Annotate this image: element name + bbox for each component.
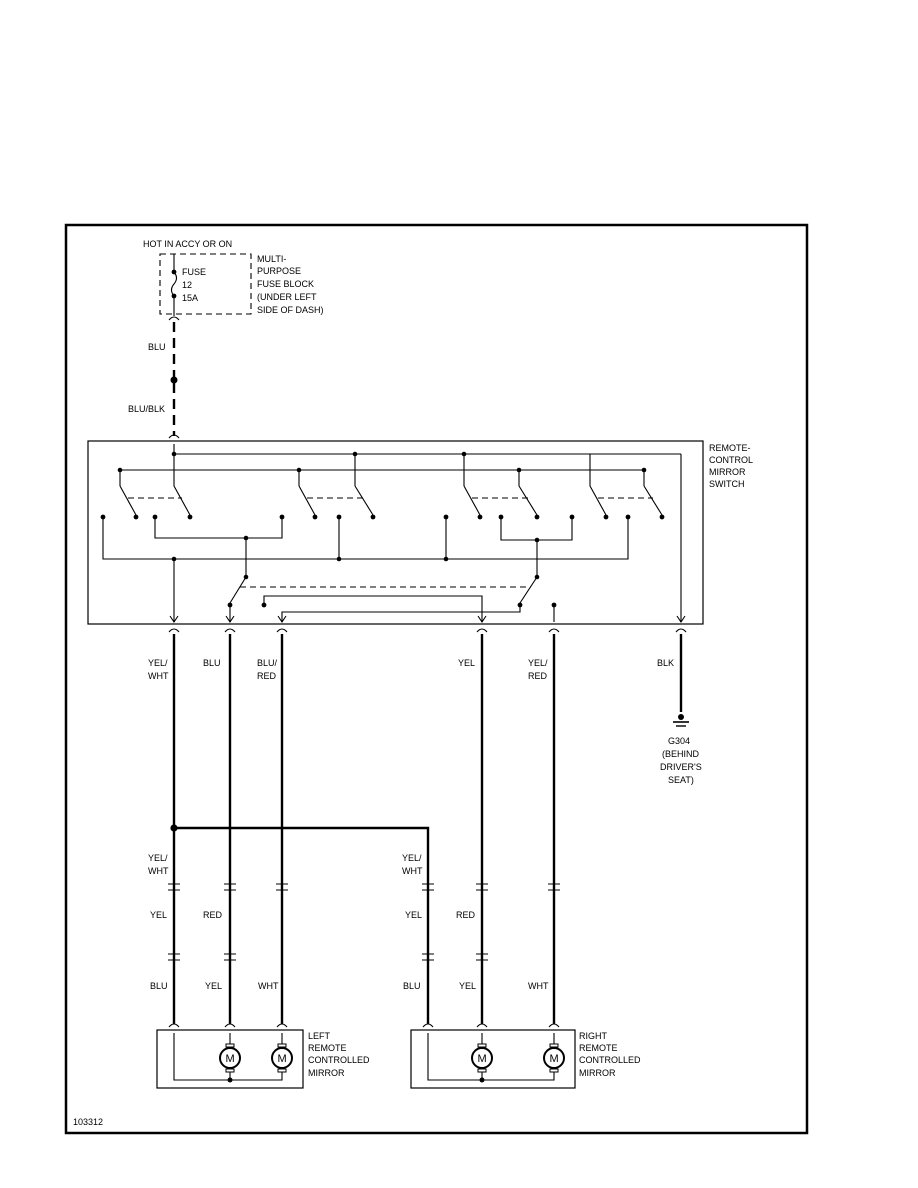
left-mirror-assembly [156,1029,304,1089]
switch-internal-wiring [100,444,686,623]
fuse-block-label-3: FUSE BLOCK [257,279,314,289]
right-mirror-label-1: RIGHT [579,1031,608,1041]
right-harness-yel-wht-b: WHT [402,866,423,876]
left-mirror-label-4: MIRROR [308,1068,345,1078]
left-mirror-label-2: REMOTE [308,1043,347,1053]
fuse-block-label-1: MULTI- [257,254,286,264]
switch-label-3: MIRROR [709,467,746,477]
left-harness-wht: WHT [258,981,279,991]
right-mirror-label-3: CONTROLLED [579,1055,641,1065]
splice-dot [170,376,178,384]
right-harness-yel-2: YEL [459,981,476,991]
wire-label-yel-out: YEL [458,658,475,668]
wire-label-blu-red-a: BLU/ [257,658,278,668]
left-harness-yel-wht-a: YEL/ [148,853,168,863]
wire-label-yel-red-b: RED [528,671,548,681]
wire-label-yel-wht-b: WHT [148,671,169,681]
right-harness-yel: YEL [405,910,422,920]
hot-label: HOT IN ACCY OR ON [143,239,232,249]
ground-label-4: SEAT) [668,775,694,785]
wire-label-blu-blk: BLU/BLK [128,404,165,414]
inline-connectors [168,883,560,1028]
right-harness-red: RED [456,910,476,920]
wire-label-blu-red-b: RED [257,671,277,681]
motor-icon: M [543,1047,565,1069]
figure-number: 103312 [73,1117,103,1127]
right-mirror-label-4: MIRROR [579,1068,616,1078]
switch-label-2: CONTROL [709,455,753,465]
left-mirror-label-3: CONTROLLED [308,1055,370,1065]
motor-label: M [550,1053,559,1065]
fuse-symbol [170,254,178,316]
left-mirror-label-1: LEFT [308,1031,331,1041]
wire-label-blu: BLU [148,342,166,352]
fuse-block-label-4: (UNDER LEFT [257,292,317,302]
fuse-rating: 15A [182,293,198,303]
fuse-block-label-2: PURPOSE [257,266,301,276]
wire-label-yel-red-a: YEL/ [528,658,548,668]
left-harness-yel-2: YEL [205,981,222,991]
motor-icon: M [219,1047,241,1069]
fuse-block-label-5: SIDE OF DASH) [257,305,324,315]
motor-label: M [478,1053,487,1065]
motor-label: M [278,1053,287,1065]
right-mirror-assembly [410,1029,576,1089]
ground-label-2: (BEHIND [662,749,700,759]
ground-label-1: G304 [668,736,690,746]
wire-label-blu-out: BLU [203,658,221,668]
switch-output-connectors [168,628,687,633]
motor-icon: M [471,1047,493,1069]
left-harness-blu: BLU [150,981,168,991]
fuse-label: FUSE [182,267,206,277]
ground-symbol [673,714,689,727]
fuse-number: 12 [182,280,192,290]
switch-label-4: SWITCH [709,479,745,489]
ground-label-3: DRIVER'S [660,762,702,772]
wire-label-blk: BLK [657,658,674,668]
right-harness-blu: BLU [403,981,421,991]
wire-label-yel-wht-a: YEL/ [148,658,168,668]
switch-input-connector [168,434,180,439]
right-harness-wht: WHT [528,981,549,991]
switch-label-1: REMOTE- [709,443,751,453]
right-mirror-label-2: REMOTE [579,1043,618,1053]
fuse-block-box [159,253,252,315]
motor-icon: M [271,1047,293,1069]
harness-wires [170,634,683,1024]
diagram-frame [64,223,809,1135]
fuse-connector [168,316,180,321]
mirror-switch-box [87,440,704,625]
left-harness-red: RED [203,910,223,920]
right-harness-yel-wht-a: YEL/ [402,853,422,863]
left-harness-yel: YEL [150,910,167,920]
motor-label: M [226,1053,235,1065]
left-harness-yel-wht-b: WHT [148,866,169,876]
